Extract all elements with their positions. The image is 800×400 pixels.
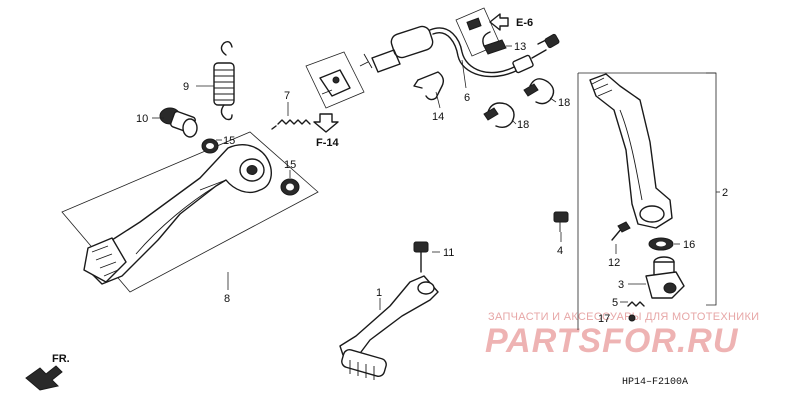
watermark-logo: PARTSFOR.RU: [485, 322, 739, 360]
kick-group-box-right: [706, 72, 717, 306]
ball-17: [628, 314, 636, 322]
bolt-4: [553, 211, 569, 232]
pivot-bolt: [159, 107, 198, 138]
leader-14: [435, 91, 441, 109]
kick-spindle: [645, 256, 685, 299]
label-part-6: 6: [464, 92, 470, 104]
small-spring: [271, 119, 311, 130]
label-part-13: 13: [514, 41, 526, 53]
f14-arrow: [313, 113, 339, 133]
leader-18a: [549, 97, 557, 103]
label-part-2: 2: [722, 187, 728, 199]
label-part-8: 8: [224, 293, 230, 305]
label-part-9: 9: [183, 81, 189, 93]
spring-5: [627, 301, 645, 307]
band-clamp-18a: [523, 78, 555, 105]
label-part-18b: 18: [517, 119, 529, 131]
label-part-4: 4: [557, 245, 563, 257]
label-part-12: 12: [608, 257, 620, 269]
label-part-16: 16: [683, 239, 695, 251]
label-part-14: 14: [432, 111, 444, 123]
clip-13: [482, 31, 507, 55]
f14-bracket: [305, 51, 365, 109]
label-part-15a: 15: [223, 135, 235, 147]
clamp-14: [413, 71, 445, 101]
gear-shift-pedal: [339, 275, 439, 380]
diagram-code: HP14–F2100A: [622, 377, 688, 388]
label-part-10: 10: [136, 113, 148, 125]
label-part-17: 17: [598, 313, 610, 325]
label-part-7: 7: [284, 90, 290, 102]
label-part-5: 5: [612, 297, 618, 309]
ref-f14: F-14: [316, 137, 340, 149]
label-part-18a: 18: [558, 97, 570, 109]
seal-16: [648, 237, 674, 251]
ref-e6: E-6: [516, 17, 533, 29]
leader-6: [461, 59, 467, 89]
label-part-3: 3: [618, 279, 624, 291]
kick-starter-arm: [589, 73, 673, 229]
stop-switch: [359, 25, 560, 78]
washer-15b: [280, 178, 300, 196]
front-direction-arrow: [25, 365, 63, 391]
washer-15a: [201, 138, 219, 154]
return-spring: [213, 40, 235, 121]
front-direction-label: FR.: [52, 353, 70, 365]
band-clamp-18b: [483, 102, 515, 129]
brake-pedal: [83, 144, 272, 285]
label-part-11: 11: [443, 247, 454, 259]
watermark-subtitle: ЗАПЧАСТИ И АКСЕССУАРЫ ДЛЯ МОТОТЕХНИКИ: [488, 311, 759, 323]
bolt-11: [413, 241, 429, 273]
leader-18b: [511, 119, 517, 125]
label-part-1: 1: [376, 287, 382, 299]
label-part-15b: 15: [284, 159, 296, 171]
bolt-12: [611, 221, 631, 241]
